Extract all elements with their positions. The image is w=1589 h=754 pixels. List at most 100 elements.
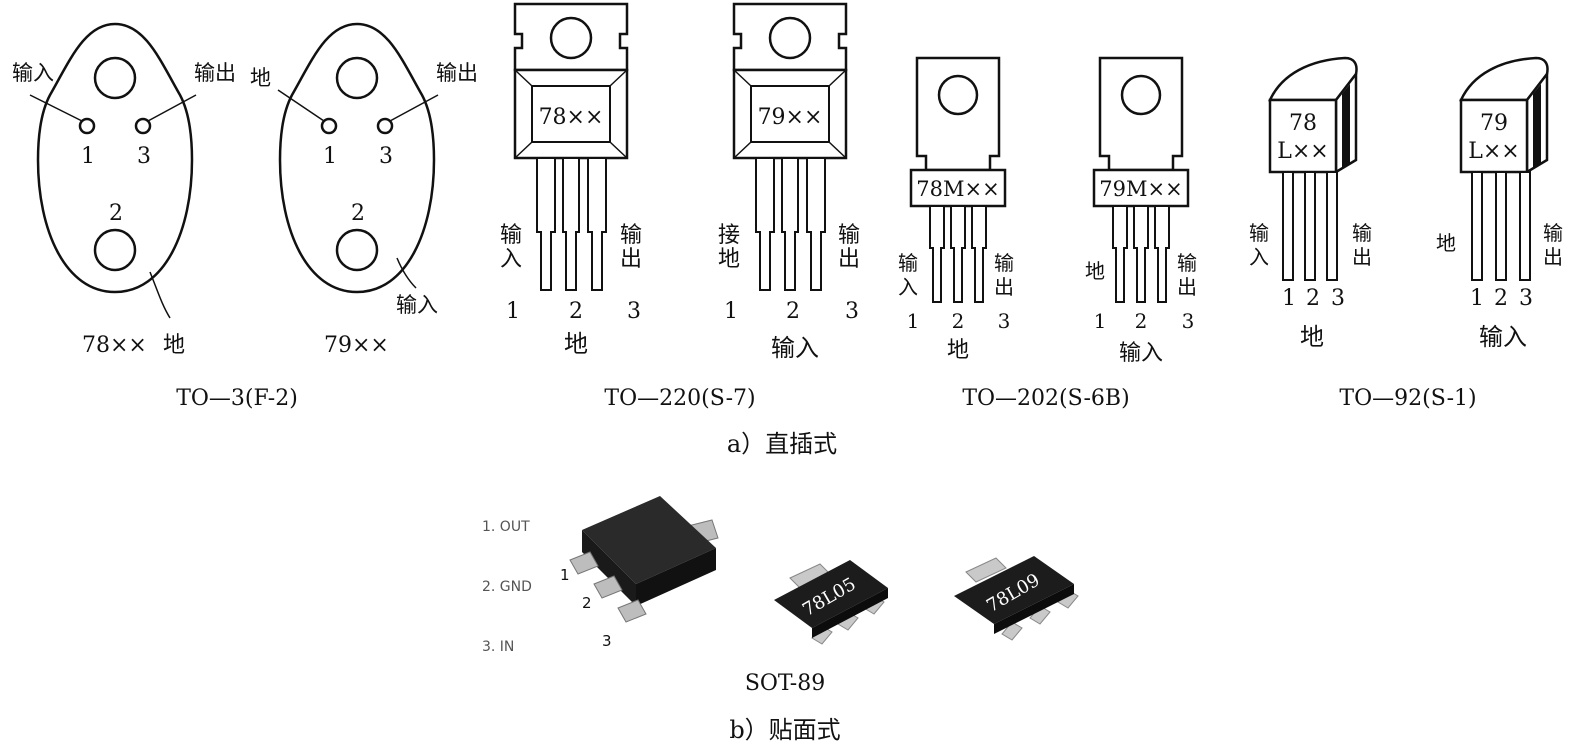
to220-78xx: 78×× 输入 输出 1 2 3 地 [500, 2, 642, 358]
to202-78mxx-tab-hole [937, 74, 979, 116]
to3-79xx-pin3 [376, 117, 394, 135]
to92-79lxx-face [1459, 98, 1529, 174]
to92-78lxx-leads [1282, 171, 1338, 281]
to202-79mxx-pin3-number: 3 [1182, 309, 1195, 333]
sot89-chip-78l09: 78L09 [954, 556, 1079, 641]
to92-title: TO—92(S-1) [1339, 386, 1476, 411]
sot89-pinout-body-front [582, 530, 636, 606]
to3-79xx-pin3-leader [389, 94, 439, 122]
to202-78mxx-marking: 78M×× [916, 177, 999, 201]
to3-79xx-input-label: 输入 [396, 293, 438, 317]
chip-78l05-body-top [774, 560, 888, 628]
sot89-pinout-lead-2 [593, 575, 623, 599]
to3-78xx-pin3 [134, 117, 152, 135]
to3-79xx-pin1-leader [277, 89, 325, 122]
chip-78l09-tab [965, 557, 1007, 583]
to3-78xx-mount-hole-top [93, 56, 137, 100]
to3-79xx-part-label: 79×× [324, 333, 389, 358]
to220-78xx-tab-hole [549, 16, 593, 60]
to92-79lxx: 79 L×× 地 输出 1 2 3 输入 [1436, 56, 1563, 351]
to220-79xx: 79×× 接地 输出 1 2 3 输入 [718, 2, 860, 362]
to3-78xx-pin1-leader [29, 94, 83, 122]
to92-78lxx-marking-top: 78 [1289, 111, 1317, 136]
to202-78mxx-body [909, 168, 1007, 208]
to202-79mxx-marking: 79M×× [1099, 177, 1182, 201]
to92-79lxx-top [1459, 56, 1549, 102]
to220-78xx-marking: 78×× [539, 105, 604, 130]
to92-79lxx-leads [1471, 171, 1531, 281]
to202-78mxx-pin2-number: 2 [952, 309, 965, 333]
to3-78xx-input-label: 输入 [12, 61, 54, 85]
to202-79mxx: 79M×× 地 输出 1 2 3 输入 [1085, 56, 1197, 366]
to220-79xx-pin2-number: 2 [786, 299, 800, 324]
to202-78mxx-output-label: 输出 [994, 251, 1014, 299]
to3-79xx-pin1-number: 1 [323, 144, 337, 169]
to3-78xx-part-label: 78×× [82, 333, 147, 358]
sot89-pin3-number: 3 [602, 632, 612, 650]
to3-79xx-case-leader [396, 257, 417, 289]
to3-title: TO—3(F-2) [176, 386, 298, 411]
sot89-legend-in: 3. IN [482, 639, 514, 655]
to220-79xx-pin3-number: 3 [845, 299, 859, 324]
to92-79lxx-output-label: 输出 [1543, 221, 1563, 269]
to220-78xx-pin1-number: 1 [506, 299, 520, 324]
to92-78lxx-marking-bottom: L×× [1277, 139, 1328, 164]
to92-79lxx-pin2-number: 2 [1494, 286, 1508, 311]
to202-79mxx-tab-hole [1120, 74, 1162, 116]
to92-78lxx-pin2-number: 2 [1306, 286, 1320, 311]
to3-79xx-pin2-number: 2 [351, 201, 365, 226]
to220-title: TO—220(S-7) [604, 386, 755, 411]
to3-78xx-pin1-number: 1 [81, 144, 95, 169]
to220-79xx-marking: 79×× [758, 105, 823, 130]
to3-78xx-pin3-leader [147, 94, 197, 122]
to202-title: TO—202(S-6B) [962, 386, 1129, 411]
to202-79mxx-leads [1112, 205, 1170, 303]
to3-78xx-case-leader [149, 271, 171, 319]
to220-79xx-ground-label: 接地 [718, 223, 740, 272]
to220-78xx-body-inner [531, 85, 611, 143]
to220-79xx-tab-hole [768, 16, 812, 60]
to202-78mxx: 78M×× 输入 输出 1 2 3 地 [898, 56, 1014, 363]
to202-78mxx-leads [929, 205, 987, 303]
to3-78xx-mount-hole-bottom [93, 228, 137, 272]
chip-78l05-body-side [812, 588, 888, 638]
to92-78lxx-pin3-number: 3 [1331, 286, 1345, 311]
sot89-chip-78l05: 78L05 [774, 560, 888, 645]
to92-79lxx-marking-bottom: L×× [1468, 139, 1519, 164]
to202-78mxx-ground-label: 地 [947, 338, 969, 363]
to3-78xx-body [36, 22, 194, 294]
to3-79xx-body [278, 22, 436, 294]
sot89-pinout-lead-3 [617, 599, 647, 623]
sot89-legend-gnd: 2. GND [482, 579, 532, 595]
to3-78xx: 1 3 2 输入 输出 78×× 地 [12, 22, 236, 358]
to92-group: 78 L×× 输入 输出 1 2 3 地 79 L×× [1249, 56, 1563, 411]
sot89-pin2-number: 2 [582, 594, 592, 612]
sot89-pinout-lead-1 [569, 551, 599, 575]
to92-79lxx-pin3-number: 3 [1519, 286, 1533, 311]
to92-79lxx-pin1-number: 1 [1470, 286, 1484, 311]
to220-79xx-body-inner [750, 85, 830, 143]
to220-79xx-leads [755, 157, 826, 291]
sot89-group: 1. OUT 2. GND 3. IN 1 2 3 78L05 [482, 496, 1079, 696]
to3-79xx-ground-label: 地 [250, 66, 271, 90]
to3-78xx-ground-label: 地 [163, 333, 185, 358]
to92-79lxx-marking-top: 79 [1480, 111, 1508, 136]
sot89-legend-out: 1. OUT [482, 519, 530, 535]
to202-79mxx-input-label: 输入 [1119, 341, 1163, 366]
to92-78lxx-output-label: 输出 [1352, 221, 1372, 269]
to3-78xx-pin2-number: 2 [109, 201, 123, 226]
to202-79mxx-ground-label: 地 [1085, 259, 1105, 283]
to202-79mxx-pin2-number: 2 [1135, 309, 1148, 333]
sot89-pin-legend: 1. OUT 2. GND 3. IN [482, 519, 532, 655]
to92-79lxx-ground-label: 地 [1436, 231, 1456, 255]
to92-78lxx-input-label: 输入 [1249, 221, 1269, 269]
to220-78xx-pin2-number: 2 [569, 299, 583, 324]
to220-78xx-leads [536, 157, 607, 291]
chip-78l09-body-top [954, 556, 1074, 624]
to92-79lxx-input-label: 输入 [1479, 323, 1527, 351]
sot89-pin1-number: 1 [560, 566, 570, 584]
to92-78lxx-pin1-number: 1 [1282, 286, 1296, 311]
to220-78xx-pin3-number: 3 [627, 299, 641, 324]
to3-78xx-output-label: 输出 [194, 61, 236, 85]
